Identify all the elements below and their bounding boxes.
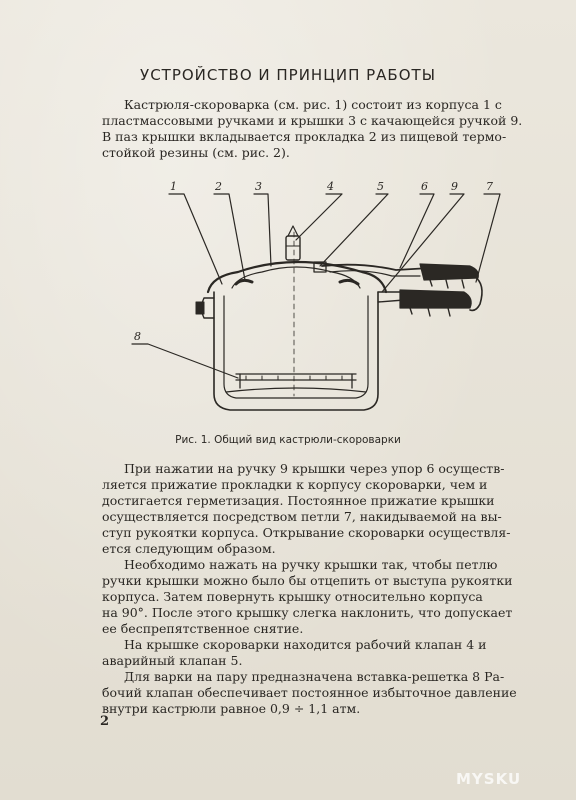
label-1: 1 <box>170 180 177 193</box>
text-line: стойкой резины (см. рис. 2). <box>102 145 290 160</box>
paragraph-valves: На крышке скороварки находится рабочий к… <box>102 637 540 669</box>
text-line: корпуса. Затем повернуть крышку относите… <box>102 589 483 604</box>
steam-rack <box>235 373 357 381</box>
working-valve <box>285 235 301 261</box>
text-line: достигается герметизация. Постоянное при… <box>102 493 495 508</box>
section-heading: УСТРОЙСТВО И ПРИНЦИП РАБОТЫ <box>140 66 436 84</box>
gasket <box>338 278 360 286</box>
label-9: 9 <box>451 180 458 193</box>
text-line: На крышке скороварки находится рабочий к… <box>124 637 487 652</box>
label-4: 4 <box>326 180 334 193</box>
body-handle-grip <box>399 289 472 309</box>
text-line: В паз крышки вкладывается прокладка 2 из… <box>102 129 507 144</box>
text-line: ступ рукоятки корпуса. Открывание скоров… <box>102 525 511 540</box>
text-line: внутри кастрюли равное 0,9 ÷ 1,1 атм. <box>102 701 361 716</box>
lid-handle-grip <box>419 263 479 281</box>
lid-handle-arm <box>321 263 431 271</box>
figure-caption: Рис. 1. Общий вид кастрюли-скороварки <box>175 434 401 446</box>
text-line: ется следующим образом. <box>102 541 276 556</box>
pot-bottom <box>225 387 367 393</box>
lid-dome <box>206 260 388 294</box>
text-line: аварийный клапан 5. <box>102 653 243 668</box>
text-line: Необходимо нажать на ручку крышки так, ч… <box>124 557 498 572</box>
paragraph-opening: Необходимо нажать на ручку крышки так, ч… <box>102 557 540 637</box>
label-8: 8 <box>134 330 141 343</box>
text-line: ее беспрепятственное снятие. <box>102 621 304 636</box>
text-line: бочий клапан обеспечивает постоянное изб… <box>102 685 517 700</box>
text-line: Для варки на пару предназначена вставка-… <box>124 669 505 684</box>
label-5: 5 <box>377 180 384 193</box>
leader-lines <box>131 193 501 379</box>
page-number: 2 <box>100 714 110 729</box>
text-line: ляется прижатие прокладки к корпусу скор… <box>102 477 488 492</box>
label-2: 2 <box>214 180 222 193</box>
emergency-valve <box>313 261 327 273</box>
label-6: 6 <box>421 180 428 193</box>
text-line: осуществляется посредством петли 7, наки… <box>102 509 502 524</box>
pot-body-outline <box>213 291 379 411</box>
paragraph-sealing: При нажатии на ручку 9 крышки через упор… <box>102 461 540 557</box>
loop <box>469 275 483 312</box>
text-line: Кастрюля-скороварка (см. рис. 1) состоит… <box>124 97 502 112</box>
gasket <box>234 278 254 286</box>
pot-inner-wall <box>223 295 369 399</box>
label-3: 3 <box>255 180 262 193</box>
text-line: При нажатии на ручку 9 крышки через упор… <box>124 461 505 476</box>
text-line: на 90°. После этого крышку слегка наклон… <box>102 605 513 620</box>
label-7: 7 <box>486 180 493 193</box>
text-line: ручки крышки можно было бы отцепить от в… <box>102 573 513 588</box>
paragraph-intro: Кастрюля-скороварка (см. рис. 1) состоит… <box>102 97 540 161</box>
paragraph-steam-rack: Для варки на пару предназначена вставка-… <box>102 669 540 717</box>
watermark: MYSKU <box>456 770 522 788</box>
lid-inner <box>231 266 361 289</box>
diagram-labels: 1 2 3 4 5 6 9 7 8 <box>134 180 493 343</box>
text-line: пластмассовыми ручками и крышки 3 с кача… <box>102 113 523 128</box>
